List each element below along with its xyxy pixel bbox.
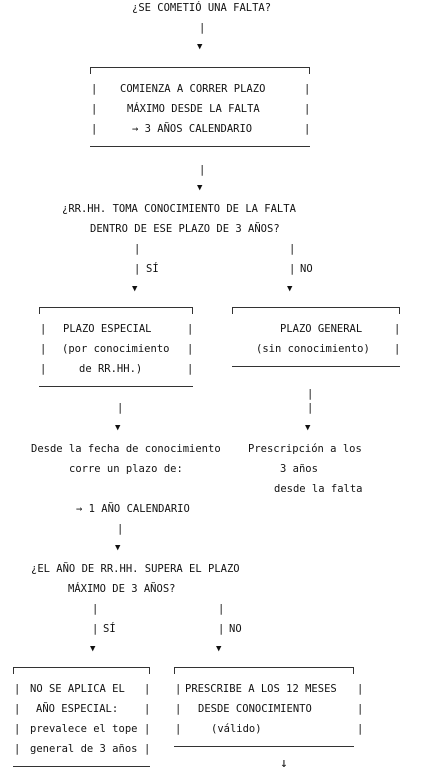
box-edge: |	[304, 123, 311, 135]
arrow-down-icon: ▼	[90, 644, 96, 654]
box-edge: |	[357, 723, 364, 735]
box-edge: |	[14, 683, 21, 695]
box-edge: |	[357, 703, 364, 715]
especial-text: corre un plazo de:	[69, 463, 183, 475]
box-edge: |	[304, 83, 311, 95]
box-no-aplica-line: NO SE APLICA EL	[30, 683, 125, 695]
box-edge: |	[40, 323, 47, 335]
box-general-line: PLAZO GENERAL	[280, 323, 363, 335]
box-edge: |	[175, 703, 182, 715]
connector-line: |	[92, 623, 99, 635]
connector-line: |	[117, 523, 124, 535]
box-plazo-especial	[39, 307, 193, 387]
box-edge: |	[144, 683, 151, 695]
arrow-down-icon: ▼	[305, 423, 311, 433]
connector-line: |	[289, 243, 296, 255]
question-conocimiento: DENTRO DE ESE PLAZO DE 3 AÑOS?	[90, 223, 280, 235]
box-no-aplica	[13, 667, 150, 767]
box-edge: |	[91, 83, 98, 95]
box-prescribe-line: (válido)	[211, 723, 262, 735]
connector-line: |	[134, 243, 141, 255]
box-edge: |	[175, 683, 182, 695]
box-especial-line: de RR.HH.)	[79, 363, 143, 375]
box-edge: |	[187, 363, 194, 375]
question-supera: MÁXIMO DE 3 AÑOS?	[68, 583, 176, 595]
especial-text: Desde la fecha de conocimiento	[31, 443, 221, 455]
box1-line: COMIENZA A CORRER PLAZO	[120, 83, 266, 95]
box-edge: |	[14, 723, 21, 735]
connector-line: |	[199, 22, 206, 34]
general-text: Prescripción a los	[248, 443, 362, 455]
box-edge: |	[357, 683, 364, 695]
box-edge: |	[144, 703, 151, 715]
arrow-down-icon: ▼	[216, 644, 222, 654]
connector-line: |	[92, 603, 99, 615]
box-edge: |	[40, 343, 47, 355]
arrow-down-icon: ▼	[115, 423, 121, 433]
box-edge: |	[304, 103, 311, 115]
box-general-line: (sin conocimiento)	[256, 343, 370, 355]
no-label: NO	[229, 623, 242, 635]
especial-text: → 1 AÑO CALENDARIO	[76, 503, 190, 515]
box-especial-line: (por conocimiento	[62, 343, 170, 355]
box-plazo-maximo	[90, 67, 310, 147]
arrow-down-icon: ▼	[197, 42, 203, 52]
box-prescribe-line: PRESCRIBE A LOS 12 MESES	[185, 683, 337, 695]
box-edge: |	[175, 723, 182, 735]
box-edge: |	[394, 323, 401, 335]
arrow-down-icon: ↓	[280, 756, 288, 771]
box-plazo-general	[232, 307, 400, 367]
connector-line: |	[134, 263, 141, 275]
question-supera: ¿EL AÑO DE RR.HH. SUPERA EL PLAZO	[31, 563, 240, 575]
box-edge: |	[40, 363, 47, 375]
box-edge: |	[14, 743, 21, 755]
connector-line: |	[199, 164, 206, 176]
box1-line: MÁXIMO DESDE LA FALTA	[127, 103, 260, 115]
arrow-down-icon: ▼	[132, 284, 138, 294]
arrow-down-icon: ▼	[197, 183, 203, 193]
box-edge: |	[394, 343, 401, 355]
box-prescribe	[174, 667, 354, 747]
box-prescribe-line: DESDE CONOCIMIENTO	[198, 703, 312, 715]
question-conocimiento: ¿RR.HH. TOMA CONOCIMIENTO DE LA FALTA	[62, 203, 296, 215]
arrow-down-icon: ▼	[115, 543, 121, 553]
connector-line: |	[218, 623, 225, 635]
connector-line: |	[307, 402, 314, 414]
box-edge: |	[144, 723, 151, 735]
box-especial-line: PLAZO ESPECIAL	[63, 323, 152, 335]
yes-label: SÍ	[146, 263, 159, 275]
box-edge: |	[144, 743, 151, 755]
box1-line: → 3 AÑOS CALENDARIO	[132, 123, 253, 135]
connector-line: |	[117, 402, 124, 414]
box-edge: |	[91, 123, 98, 135]
box-edge: |	[187, 343, 194, 355]
box-edge: |	[187, 323, 194, 335]
yes-label: SÍ	[103, 623, 116, 635]
no-label: NO	[300, 263, 313, 275]
box-edge: |	[14, 703, 21, 715]
connector-line: |	[307, 388, 314, 400]
box-edge: |	[91, 103, 98, 115]
question-falta: ¿SE COMETIÓ UNA FALTA?	[132, 2, 272, 14]
box-no-aplica-line: prevalece el tope	[30, 723, 138, 735]
box-no-aplica-line: AÑO ESPECIAL:	[36, 703, 119, 715]
connector-line: |	[218, 603, 225, 615]
arrow-down-icon: ▼	[287, 284, 293, 294]
box-no-aplica-line: general de 3 años	[30, 743, 138, 755]
general-text: 3 años	[280, 463, 318, 475]
connector-line: |	[289, 263, 296, 275]
general-text: desde la falta	[274, 483, 363, 495]
